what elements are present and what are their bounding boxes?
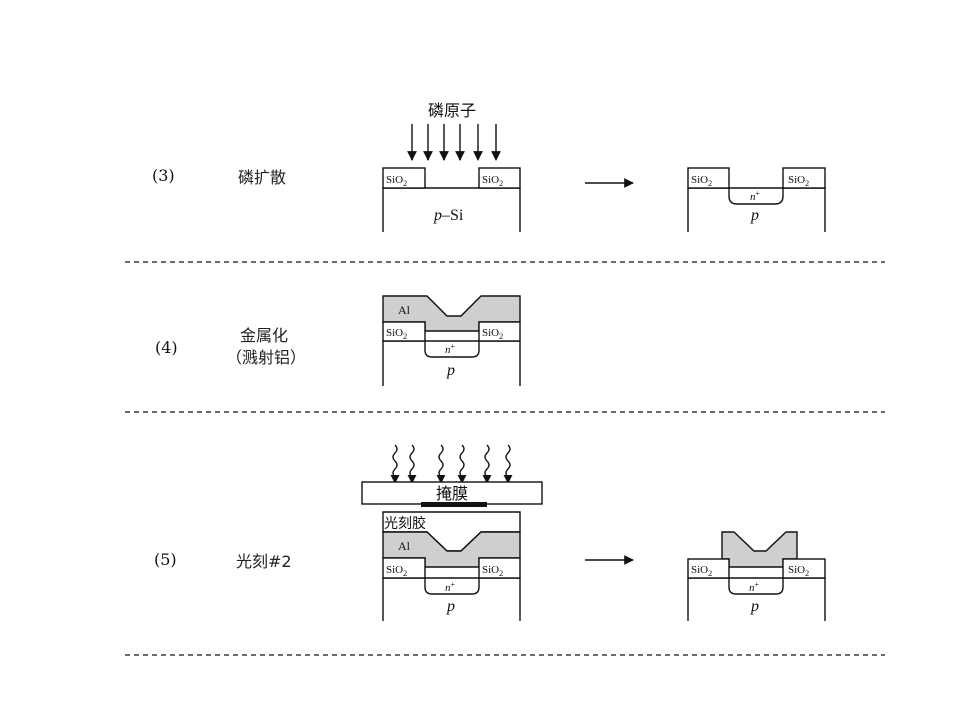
wafer-step5-after [687,531,826,621]
wafer-step4 [382,295,521,386]
step-5-number: (5) [154,550,177,569]
p-si-label: p–Si [433,207,464,224]
phosphorus-arrows [407,124,501,161]
sio2-label: SiO [386,174,403,186]
wafer-step3-before [382,167,521,232]
uv-wave-icon [436,444,446,484]
svg-text:SiO2: SiO2 [788,174,809,188]
svg-text:p: p [446,362,455,379]
svg-text:SiO2: SiO2 [788,564,809,578]
al-label: Al [398,303,411,317]
photoresist-label: 光刻胶 [384,515,426,532]
svg-text:SiO2: SiO2 [386,174,407,188]
uv-wave-icon [457,444,467,484]
step-4-name: 金属化 [240,326,289,345]
svg-text:SiO2: SiO2 [386,564,407,578]
svg-text:SiO2: SiO2 [691,564,712,578]
sio2-label: SiO [482,174,499,186]
svg-text:p: p [750,598,759,615]
svg-text:n+: n+ [749,580,760,594]
svg-text:n+: n+ [445,342,456,356]
svg-text:SiO2: SiO2 [482,564,503,578]
uv-wave-icon [482,444,492,484]
wafer-step3-after [687,167,826,232]
uv-light-arrows [390,444,513,484]
phosphorus-atoms-label: 磷原子 [428,102,476,120]
svg-text:Al: Al [398,539,411,553]
wafer-step5-before [382,511,521,621]
step-3-number: (3) [152,166,175,185]
uv-wave-icon [503,444,513,484]
step-3-name: 磷扩散 [238,168,287,187]
svg-text:n+: n+ [445,580,456,594]
mask-label: 掩膜 [436,485,468,503]
svg-text:SiO2: SiO2 [482,174,503,188]
step-4-number: (4) [155,338,178,357]
p-label: p [750,207,759,224]
uv-wave-icon [407,444,417,484]
step-4-name-note: （溅射铝） [226,348,307,367]
svg-text:p: p [446,598,455,615]
uv-wave-icon [390,444,400,484]
step-5-name: 光刻#2 [236,552,292,571]
n-plus-label: n+ [750,189,761,203]
mask-opaque-pattern [421,502,487,507]
svg-text:SiO2: SiO2 [482,327,503,341]
svg-text:SiO2: SiO2 [691,174,712,188]
svg-text:SiO2: SiO2 [386,327,407,341]
